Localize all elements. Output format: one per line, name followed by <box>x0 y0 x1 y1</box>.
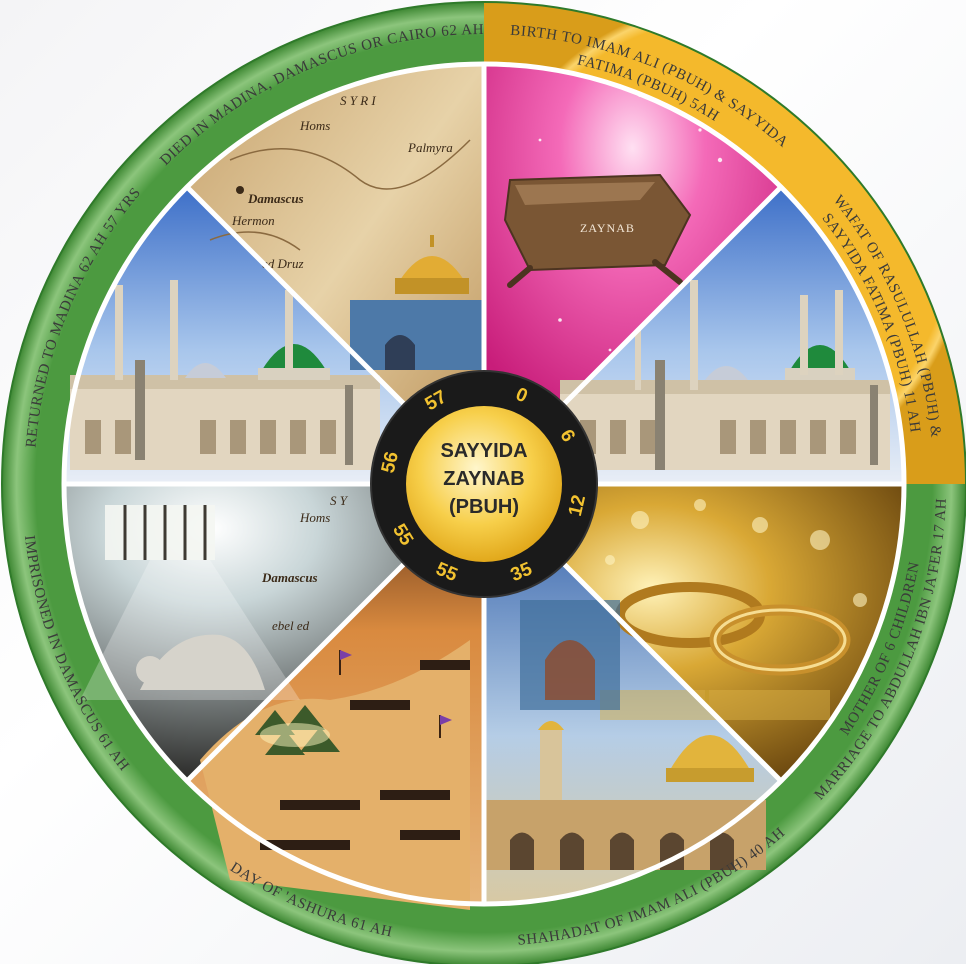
center-title-line-1: SAYYIDA <box>440 440 527 462</box>
map-label-hermon: Hermon <box>231 213 275 228</box>
masjid-nabawi-left <box>70 280 380 470</box>
map-inset-ebel: ebel ed <box>272 618 310 633</box>
map-label-palmyra: Palmyra <box>407 140 453 155</box>
map-label-syria: S Y R I <box>340 93 376 108</box>
map-inset-syria: S Y <box>330 493 349 508</box>
masjid-nabawi-right <box>560 280 890 470</box>
cradle-illustration: ZAYNAB <box>503 93 723 352</box>
cradle-label: ZAYNAB <box>580 221 635 235</box>
center-title-line-2: ZAYNAB <box>443 468 525 490</box>
ring-arc-gold <box>484 2 966 484</box>
map-label-druz: ed Druz <box>262 256 304 271</box>
imprisonment-illustration <box>80 505 300 700</box>
map-damascus-inset: S Y Homs Damascus ebel ed <box>261 493 349 633</box>
age-marker: 56 <box>378 450 403 475</box>
segment-died <box>187 64 485 484</box>
map-damascus-illustration: S Y R I Homs Palmyra Damascus Hermon ed … <box>209 93 485 370</box>
map-inset-damascus: Damascus <box>261 570 318 585</box>
map-label-damascus: Damascus <box>247 191 304 206</box>
center-title-line-3: (PBUH) <box>449 496 519 518</box>
age-marker: 12 <box>565 493 590 518</box>
inner-circle-border <box>61 61 907 907</box>
shrine-najaf-illustration <box>486 600 766 870</box>
segment-birth <box>484 64 781 484</box>
map-label-homs: Homs <box>299 118 330 133</box>
map-inset-homs: Homs <box>299 510 330 525</box>
